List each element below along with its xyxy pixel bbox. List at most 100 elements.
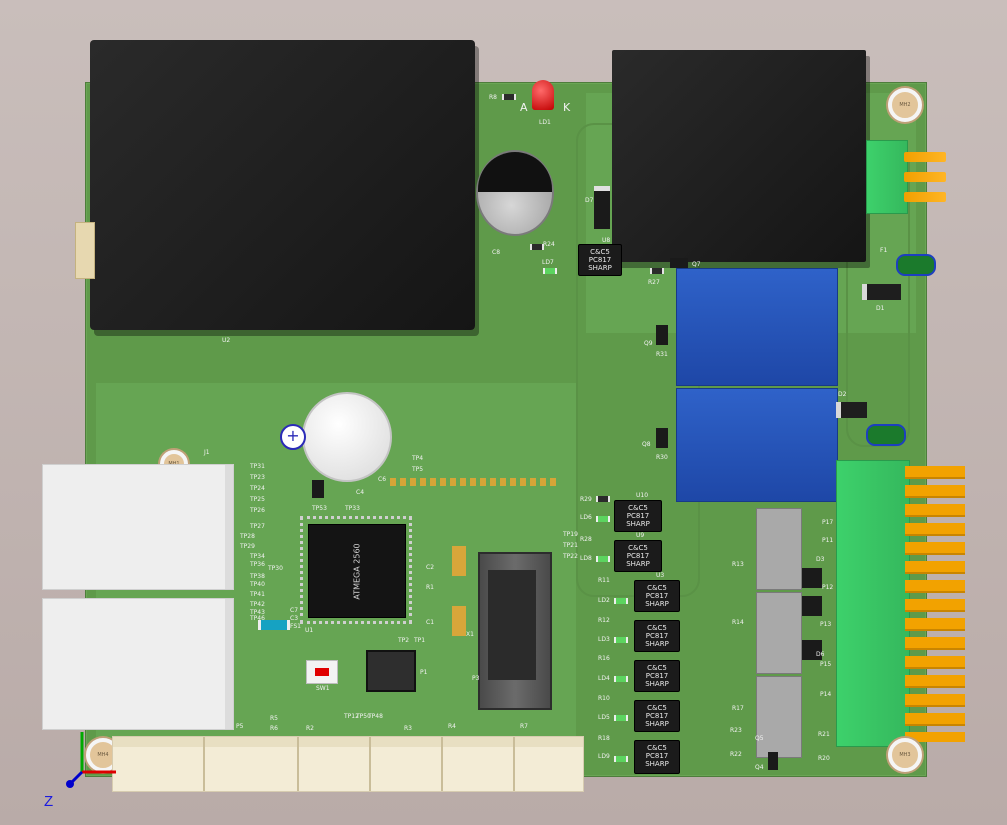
power-connector[interactable] bbox=[75, 222, 95, 279]
opto-brand: C&C5 bbox=[590, 248, 610, 256]
label-tp: TP31 bbox=[250, 463, 265, 470]
led-ld4 bbox=[614, 676, 628, 682]
label-r2: R2 bbox=[306, 725, 314, 732]
label-tp: TP24 bbox=[250, 485, 265, 492]
label-tp: TP28 bbox=[240, 533, 255, 540]
power-module-u2[interactable] bbox=[90, 40, 475, 330]
test-points-left: TP31 TP23 TP24 TP25 TP26 TP27 TP28 TP29 … bbox=[240, 462, 283, 622]
fuse-fs1 bbox=[258, 620, 290, 630]
label-ld1: LD1 bbox=[539, 119, 551, 126]
label-q9: Q9 bbox=[644, 340, 653, 347]
diode-d3 bbox=[802, 568, 822, 588]
label-tp: TP26 bbox=[250, 507, 265, 514]
terminal-pins-right bbox=[905, 466, 965, 742]
label-fs1: FS1 bbox=[290, 623, 301, 630]
label-r4: R4 bbox=[448, 723, 456, 730]
opto-model: PC817 bbox=[645, 712, 669, 720]
optocoupler-u8: C&C5 PC817 SHARP bbox=[578, 244, 622, 276]
z-axis-dot bbox=[66, 780, 74, 788]
label-r24: R24 bbox=[543, 241, 555, 248]
label-ld7: LD7 bbox=[542, 259, 554, 266]
label-ld2: LD2 bbox=[598, 597, 610, 604]
axis-gizmo bbox=[66, 732, 116, 788]
mounting-hole-mh2: MH2 bbox=[888, 88, 922, 122]
opto-brand: C&C5 bbox=[647, 664, 667, 672]
label-d3: D3 bbox=[816, 556, 825, 563]
reset-button-sw1[interactable] bbox=[306, 660, 338, 684]
label-r11: R11 bbox=[598, 577, 610, 584]
relay-k1[interactable] bbox=[676, 268, 838, 386]
label-tp: TP30 bbox=[268, 565, 283, 572]
label-r16: R16 bbox=[598, 655, 610, 662]
label-cathode: K bbox=[563, 101, 571, 114]
label-p15: P15 bbox=[820, 661, 832, 668]
button-cap bbox=[315, 668, 329, 676]
opto-model: PC817 bbox=[588, 256, 612, 264]
label-ld3: LD3 bbox=[598, 636, 610, 643]
opto-maker: SHARP bbox=[626, 560, 650, 568]
fuse-f2 bbox=[866, 424, 906, 446]
led-ld6 bbox=[596, 516, 610, 522]
resistor-r27 bbox=[650, 268, 664, 274]
led-ld7 bbox=[543, 268, 557, 274]
rj45-jack-top[interactable] bbox=[42, 464, 234, 590]
pin-header-p1[interactable] bbox=[366, 650, 416, 692]
opto-maker: SHARP bbox=[588, 264, 612, 272]
label-tp12: TP12 bbox=[344, 713, 359, 720]
label-d2: D2 bbox=[838, 391, 847, 398]
diode-d2 bbox=[836, 402, 867, 418]
diode-d7 bbox=[594, 186, 610, 229]
label-tp53: TP53 bbox=[312, 505, 327, 512]
label-r14: R14 bbox=[732, 619, 744, 626]
label-c6: C6 bbox=[378, 476, 387, 483]
jst-divider bbox=[369, 737, 371, 791]
resistor-r29 bbox=[596, 496, 610, 502]
opto-model: PC817 bbox=[645, 632, 669, 640]
label-r3: R3 bbox=[404, 725, 412, 732]
label-r8: R8 bbox=[489, 94, 497, 101]
opto-maker: SHARP bbox=[626, 520, 650, 528]
transistor-q7 bbox=[670, 258, 688, 268]
label-r13: R13 bbox=[732, 561, 744, 568]
label-r1: R1 bbox=[426, 584, 434, 591]
label-p17: P17 bbox=[822, 519, 834, 526]
label-tp48: TP48 bbox=[368, 713, 383, 720]
label-r12: R12 bbox=[598, 617, 610, 624]
relay-k2[interactable] bbox=[676, 388, 838, 502]
rj45-jack-bottom[interactable] bbox=[42, 598, 234, 730]
label-r31: R31 bbox=[656, 351, 668, 358]
label-tp: TP27 bbox=[250, 523, 265, 530]
label-ld4: LD4 bbox=[598, 675, 610, 682]
label-tp: TP40 bbox=[250, 581, 265, 588]
label-ld9: LD9 bbox=[598, 753, 610, 760]
transistor-q4 bbox=[768, 752, 778, 770]
label-tp: TP42 bbox=[250, 601, 265, 608]
power-transistor-1 bbox=[756, 508, 802, 590]
label-tp: TP43 bbox=[250, 609, 265, 616]
label-r18: R18 bbox=[598, 735, 610, 742]
transistor-q9 bbox=[656, 325, 668, 345]
label-r23: R23 bbox=[730, 727, 742, 734]
opto-model: PC817 bbox=[645, 592, 669, 600]
jst-connector-row[interactable] bbox=[112, 736, 584, 792]
opto-maker: SHARP bbox=[645, 640, 669, 648]
power-relay[interactable] bbox=[612, 50, 866, 262]
label-tp: TP38 bbox=[250, 573, 265, 580]
label-c3: C3 bbox=[290, 615, 299, 622]
terminal-pin bbox=[904, 172, 946, 182]
terminal-block-right[interactable] bbox=[836, 460, 910, 747]
crystal-x1-cap bbox=[452, 606, 466, 636]
label-r27: R27 bbox=[648, 279, 660, 286]
opto-model: PC817 bbox=[626, 552, 650, 560]
label-c1: C1 bbox=[426, 619, 435, 626]
resistor-r24 bbox=[530, 244, 544, 250]
diode-d4 bbox=[802, 596, 822, 616]
label-u3: U3 bbox=[656, 572, 665, 579]
crystal-x1-cap bbox=[452, 546, 466, 576]
terminal-block-top[interactable] bbox=[866, 140, 908, 214]
label-f1: F1 bbox=[880, 247, 888, 254]
fuse-f1 bbox=[896, 254, 936, 276]
